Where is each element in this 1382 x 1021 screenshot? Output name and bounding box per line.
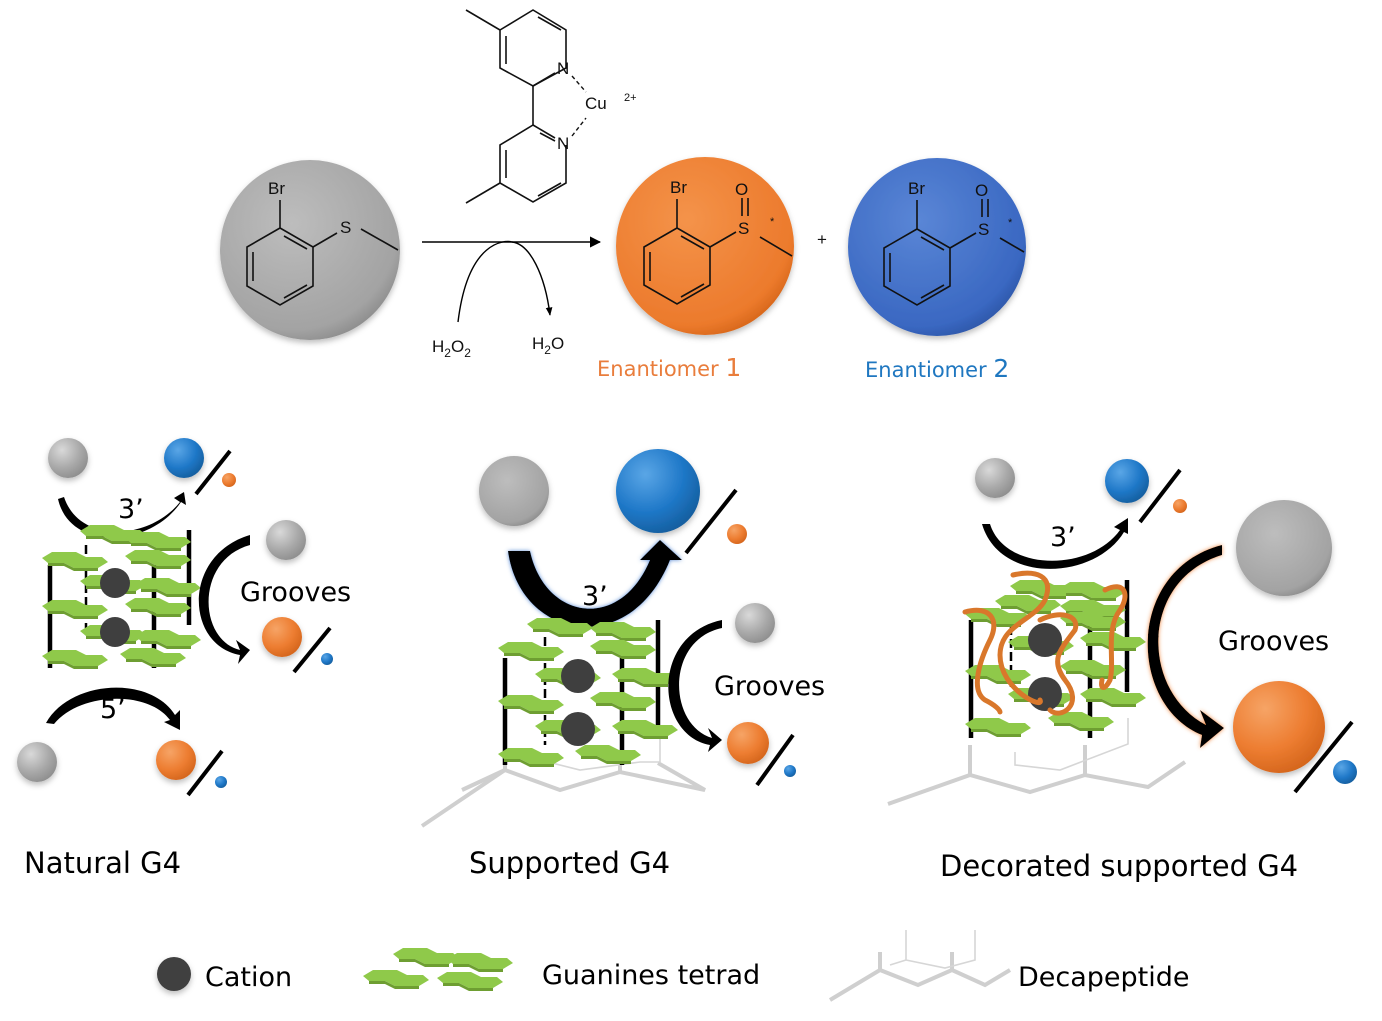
enantiomer-2-sphere bbox=[616, 449, 700, 533]
enantiomer-2-molecule: Br O S * bbox=[848, 158, 1026, 336]
legend-label: Decapeptide bbox=[1018, 962, 1190, 993]
top-3-prime-arrow bbox=[58, 492, 186, 538]
nitrogen-atom-label: N bbox=[557, 59, 569, 78]
guanine-tetrad-icon bbox=[363, 948, 513, 991]
ratio-slash bbox=[292, 626, 332, 674]
enantiomer-2-sphere-small bbox=[1333, 760, 1357, 784]
enantiomer-1-sphere bbox=[1233, 681, 1325, 773]
h2o2-label: H2O2 bbox=[432, 337, 471, 360]
cation bbox=[561, 712, 595, 746]
copper-atom-label: Cu bbox=[585, 94, 607, 113]
bottom-5-prime-arrow bbox=[46, 687, 180, 730]
top-3-prime-label: 3’ bbox=[118, 494, 144, 525]
cation bbox=[561, 659, 595, 693]
bromine-atom-label: Br bbox=[908, 179, 925, 198]
substrate-sphere bbox=[735, 603, 775, 643]
h2o-label: H2O bbox=[532, 334, 564, 357]
enantiomer-1-sphere-small bbox=[1173, 499, 1187, 513]
enantiomer-1-molecule: Br O S * bbox=[616, 157, 794, 335]
legend-item-decapeptide: Decapeptide bbox=[828, 930, 1190, 1002]
substrate-sphere bbox=[17, 742, 57, 782]
panel-supported-g4: 3’ Grooves Supported G4 bbox=[420, 449, 825, 880]
substrate-sphere bbox=[1236, 500, 1332, 596]
grooves-arrow bbox=[668, 620, 722, 752]
legend-item-guanines-tetrad: Guanines tetrad bbox=[363, 948, 760, 991]
bromine-atom-label: Br bbox=[268, 179, 285, 198]
legend-item-cation: Cation bbox=[157, 957, 292, 993]
catalyst-structure: N N Cu 2+ bbox=[465, 9, 637, 204]
grooves-label: Grooves bbox=[240, 577, 351, 608]
plus-sign: + bbox=[817, 230, 827, 249]
enantiomer-2-sphere bbox=[164, 438, 204, 478]
panel-title: Decorated supported G4 bbox=[940, 849, 1298, 883]
chiral-center-marker: * bbox=[770, 216, 775, 228]
legend-label: Guanines tetrad bbox=[542, 960, 760, 991]
substrate-sphere bbox=[975, 458, 1015, 498]
enantiomer-2-sphere-small bbox=[321, 653, 333, 665]
ratio-slash bbox=[684, 488, 738, 555]
panel-title: Natural G4 bbox=[24, 846, 181, 880]
enantiomer-1-label: Enantiomer 1 bbox=[597, 353, 741, 382]
enantiomer-2-sphere-small bbox=[784, 765, 796, 777]
grooves-label: Grooves bbox=[1218, 626, 1329, 657]
cation bbox=[100, 617, 130, 647]
g-quadruplex bbox=[42, 525, 201, 669]
top-3-prime-label: 3’ bbox=[1050, 522, 1076, 553]
top-3-prime-arrow bbox=[508, 540, 682, 627]
oxygen-atom-label: O bbox=[975, 181, 988, 200]
legend: Cation Guanines tetrad Decapeptide bbox=[157, 930, 1190, 1002]
top-3-prime-arrow bbox=[982, 518, 1128, 569]
enantiomer-1-sphere bbox=[156, 740, 196, 780]
decapeptide-icon bbox=[828, 930, 1012, 1002]
legend-label: Cation bbox=[205, 962, 292, 993]
reaction-arrow: H2O2 H2O bbox=[422, 236, 602, 360]
grooves-arrow bbox=[198, 535, 250, 664]
enantiomer-2-sphere-small bbox=[215, 776, 227, 788]
enantiomer-1-sphere bbox=[727, 722, 769, 764]
cation bbox=[1028, 623, 1062, 657]
ratio-slash bbox=[755, 733, 795, 787]
top-3-prime-label: 3’ bbox=[582, 581, 608, 612]
cation bbox=[1028, 677, 1062, 711]
grooves-label: Grooves bbox=[714, 671, 825, 702]
bromine-atom-label: Br bbox=[670, 178, 687, 197]
enantiomer-1-sphere bbox=[616, 157, 794, 335]
sulfur-atom-label: S bbox=[340, 218, 351, 237]
enantiomer-2-sphere bbox=[1105, 459, 1149, 503]
enantiomer-2-sphere bbox=[848, 158, 1026, 336]
panel-title: Supported G4 bbox=[469, 846, 670, 880]
peptide-decorations bbox=[962, 570, 1128, 716]
panel-decorated-supported-g4: 3’ bbox=[887, 458, 1357, 883]
decapeptide-support bbox=[420, 730, 706, 828]
enantiomer-1-sphere bbox=[262, 617, 302, 657]
cation bbox=[100, 568, 130, 598]
ratio-slash bbox=[186, 749, 224, 797]
enantiomer-1-sphere-small bbox=[727, 524, 747, 544]
nitrogen-atom-label: N bbox=[557, 134, 569, 153]
substrate-sphere bbox=[266, 520, 306, 560]
substrate-sphere bbox=[220, 160, 400, 340]
cation-icon bbox=[157, 957, 191, 991]
ratio-slash bbox=[1138, 468, 1182, 524]
panel-natural-g4: 3’ Grooves 5’ Natural G4 bbox=[17, 438, 351, 880]
chiral-center-marker: * bbox=[1008, 217, 1013, 229]
g-quadruplex bbox=[962, 570, 1146, 738]
oxygen-atom-label: O bbox=[735, 180, 748, 199]
g-quadruplex bbox=[498, 618, 678, 767]
sulfur-atom-label: S bbox=[738, 219, 749, 238]
decapeptide-support bbox=[887, 718, 1187, 806]
substrate-sphere bbox=[48, 438, 88, 478]
substrate-sphere bbox=[479, 456, 549, 526]
copper-charge-label: 2+ bbox=[624, 92, 637, 104]
bottom-5-prime-label: 5’ bbox=[100, 694, 126, 725]
sulfur-atom-label: S bbox=[978, 220, 989, 239]
grooves-arrow bbox=[1147, 545, 1224, 748]
ratio-slash bbox=[194, 449, 232, 496]
ratio-slash bbox=[1293, 720, 1354, 794]
enantiomer-1-sphere-small bbox=[222, 473, 236, 487]
enantiomer-2-label: Enantiomer 2 bbox=[865, 354, 1009, 383]
substrate-molecule: Br S bbox=[220, 160, 400, 340]
